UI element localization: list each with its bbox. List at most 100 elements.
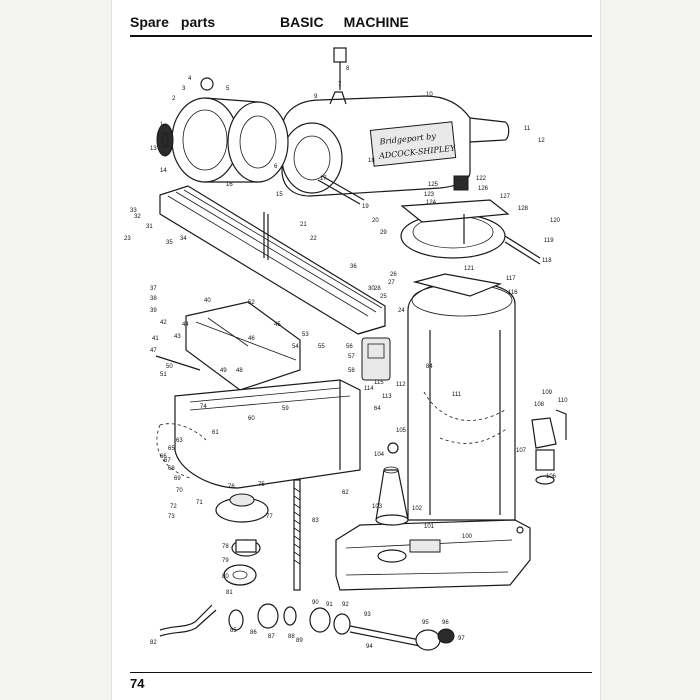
callout-label: 29 (380, 230, 387, 236)
callout-label: 39 (150, 308, 157, 314)
callout-label: 82 (150, 640, 157, 646)
callout-label: 91 (326, 602, 333, 608)
callout-label: 14 (160, 168, 167, 174)
callout-label: 36 (350, 264, 357, 270)
callout-label: 15 (276, 192, 283, 198)
callout-label: 6 (274, 164, 278, 170)
callout-label: 51 (160, 372, 167, 378)
callout-label: 75 (258, 482, 265, 488)
cross-feed-shaft-assembly (159, 603, 455, 651)
callout-label: 60 (248, 416, 255, 422)
callout-label: 38 (150, 296, 157, 302)
callout-label: 49 (220, 368, 227, 374)
callout-label: 121 (464, 266, 475, 272)
callout-label: 26 (390, 272, 397, 278)
callout-label: 20 (372, 218, 379, 224)
callout-label: 112 (396, 382, 406, 388)
callout-label: 37 (150, 286, 157, 292)
callout-label: 81 (226, 590, 233, 596)
callout-label: 115 (374, 380, 384, 386)
callout-label: 33 (130, 208, 137, 214)
callout-label: 55 (318, 344, 325, 350)
callout-label: 95 (422, 620, 429, 626)
callout-label: 116 (508, 290, 518, 296)
callout-label: 86 (250, 630, 257, 636)
footer-rule (130, 672, 592, 673)
table-assembly (159, 185, 386, 335)
callout-label: 109 (542, 390, 553, 396)
callout-label: 97 (458, 636, 465, 642)
callout-label: 68 (168, 466, 175, 472)
callout-label: 76 (228, 484, 235, 490)
callout-label: 11 (524, 126, 531, 132)
callout-label: 47 (150, 348, 157, 354)
callout-label: 61 (212, 430, 219, 436)
callout-labels: 1 2 3 4 5 6 7 8 9 10 11 12 13 14 15 16 1… (124, 66, 568, 650)
callout-label: 127 (500, 194, 511, 200)
callout-label: 25 (380, 294, 387, 300)
callout-label: 85 (230, 628, 237, 634)
callout-label: 23 (124, 236, 131, 242)
callout-label: 101 (424, 524, 435, 530)
callout-label: 123 (424, 192, 435, 198)
header-rule (130, 35, 592, 37)
elevating-screw-assembly (215, 479, 301, 591)
callout-label: 5 (226, 86, 230, 92)
callout-label: 94 (366, 644, 373, 650)
callout-label: 42 (160, 320, 167, 326)
callout-label: 17 (320, 176, 327, 182)
callout-label: 117 (506, 276, 516, 282)
callout-label: 50 (166, 364, 173, 370)
callout-label: 12 (538, 138, 545, 144)
callout-label: 40 (204, 298, 211, 304)
turret-assembly (400, 175, 541, 265)
callout-label: 3 (182, 86, 186, 92)
callout-label: 74 (200, 404, 207, 410)
callout-label: 22 (310, 236, 317, 242)
callout-label: 83 (312, 518, 319, 524)
callout-label: 53 (302, 332, 309, 338)
callout-label: 106 (546, 474, 557, 480)
callout-label: 54 (292, 344, 299, 350)
callout-label: 18 (368, 158, 375, 164)
callout-label: 27 (388, 280, 395, 286)
callout-label: 102 (412, 506, 423, 512)
callout-label: 119 (544, 238, 554, 244)
callout-label: 70 (176, 488, 183, 494)
callout-label: 8 (346, 66, 350, 72)
callout-label: 43 (174, 334, 181, 340)
callout-label: 46 (248, 336, 255, 342)
callout-label: 7 (338, 82, 342, 88)
callout-label: 72 (170, 504, 177, 510)
base-assembly (335, 519, 531, 591)
callout-label: 124 (426, 200, 437, 206)
callout-label: 59 (282, 406, 289, 412)
callout-label: 87 (268, 634, 275, 640)
power-feed-assembly (531, 409, 567, 485)
knee-assembly (156, 379, 361, 489)
callout-label: 126 (478, 186, 489, 192)
callout-label: 100 (462, 534, 473, 540)
callout-label: 21 (300, 222, 307, 228)
saddle-assembly (155, 301, 301, 391)
callout-label: 113 (382, 394, 392, 400)
callout-label: 2 (172, 96, 176, 102)
callout-label: 71 (196, 500, 203, 506)
callout-label: 110 (558, 398, 568, 404)
callout-label: 16 (226, 182, 233, 188)
head-flange-assembly (156, 47, 347, 183)
callout-label: 90 (312, 600, 319, 606)
callout-label: 56 (346, 344, 353, 350)
column-assembly (361, 273, 516, 521)
callout-label: 24 (398, 308, 405, 314)
callout-label: 4 (188, 76, 192, 82)
callout-label: 66 (160, 454, 167, 460)
callout-label: 125 (428, 182, 439, 188)
callout-label: 96 (442, 620, 449, 626)
callout-label: 9 (314, 94, 318, 100)
callout-label: 45 (274, 322, 281, 328)
callout-label: 120 (550, 218, 561, 224)
